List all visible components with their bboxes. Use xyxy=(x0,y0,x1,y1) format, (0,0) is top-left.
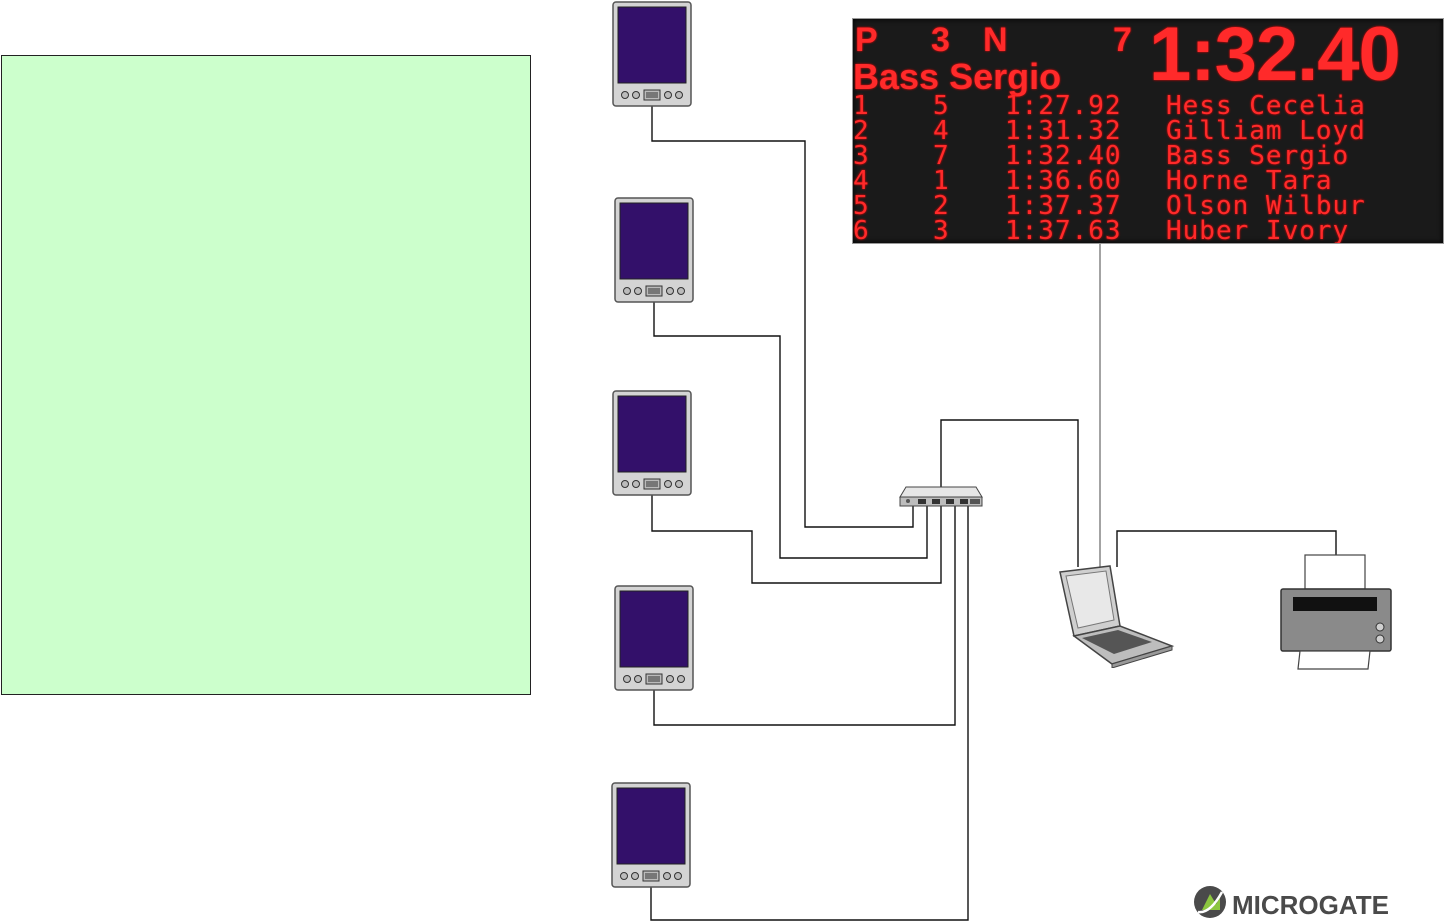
row-rank: 4 xyxy=(853,166,870,196)
scoreboard-row: 2 4 1:31.32 Gilliam Loyd xyxy=(853,116,1443,146)
scoreboard-position-value: 3 xyxy=(931,21,950,59)
row-time: 1:37.63 xyxy=(1005,216,1122,244)
row-time: 1:36.60 xyxy=(1005,166,1122,196)
printer-icon xyxy=(1278,553,1394,671)
row-bib: 2 xyxy=(933,191,950,221)
microgate-logo-text: MICROGATE xyxy=(1232,890,1389,920)
scoreboard-number-label: N xyxy=(983,21,1008,59)
cable-laptop-printer xyxy=(1116,530,1337,567)
row-bib: 1 xyxy=(933,166,950,196)
row-rank: 2 xyxy=(853,116,870,146)
row-name: Hess Cecelia xyxy=(1166,91,1366,121)
scoreboard-number-value: 7 xyxy=(1113,21,1132,59)
row-rank: 1 xyxy=(853,91,870,121)
row-name: Gilliam Loyd xyxy=(1166,116,1366,146)
cable-pda-1 xyxy=(651,105,914,528)
row-rank: 3 xyxy=(853,141,870,171)
scoreboard-row: 5 2 1:37.37 Olson Wilbur xyxy=(853,191,1443,221)
microgate-logo-icon xyxy=(1194,886,1226,918)
scoreboard-row: 1 5 1:27.92 Hess Cecelia xyxy=(853,91,1443,121)
pda-icon xyxy=(614,585,694,691)
row-name: Olson Wilbur xyxy=(1166,191,1366,221)
row-time: 1:37.37 xyxy=(1005,191,1122,221)
row-bib: 5 xyxy=(933,91,950,121)
pda-icon xyxy=(614,197,694,303)
pda-icon xyxy=(611,782,691,888)
row-bib: 7 xyxy=(933,141,950,171)
row-time: 1:27.92 xyxy=(1005,91,1122,121)
row-time: 1:32.40 xyxy=(1005,141,1122,171)
row-name: Bass Sergio xyxy=(1166,141,1350,171)
scoreboard-main-time: 1:32.40 xyxy=(1149,18,1401,97)
scoreboard-row: 3 7 1:32.40 Bass Sergio xyxy=(853,141,1443,171)
scoreboard-athlete-name: Bass Sergio xyxy=(853,56,1062,97)
laptop-icon xyxy=(1058,562,1176,669)
row-bib: 3 xyxy=(933,216,950,244)
scoreboard-position-label: P xyxy=(855,21,878,59)
row-name: Horne Tara xyxy=(1166,166,1333,196)
led-scoreboard: P 3 N 7 1:32.40 Bass Sergio 1 5 1:27.92 … xyxy=(852,18,1444,244)
row-name: Huber Ivory xyxy=(1166,216,1350,244)
scoreboard-row: 4 1 1:36.60 Horne Tara xyxy=(853,166,1443,196)
row-time: 1:31.32 xyxy=(1005,116,1122,146)
pda-icon xyxy=(612,390,692,496)
row-rank: 5 xyxy=(853,191,870,221)
scoreboard-row: 6 3 1:37.63 Huber Ivory xyxy=(853,216,1443,244)
cable-switch-laptop xyxy=(940,419,1079,567)
network-switch-icon xyxy=(898,485,984,509)
green-area-panel xyxy=(1,55,531,695)
cable-pda-2 xyxy=(653,302,928,559)
row-rank: 6 xyxy=(853,216,870,244)
cable-pda-3 xyxy=(651,495,942,584)
microgate-logo: MICROGATE xyxy=(1190,884,1390,920)
cable-pda-4 xyxy=(653,505,956,726)
cable-pda-5 xyxy=(650,505,969,921)
pda-icon xyxy=(612,1,692,107)
row-bib: 4 xyxy=(933,116,950,146)
